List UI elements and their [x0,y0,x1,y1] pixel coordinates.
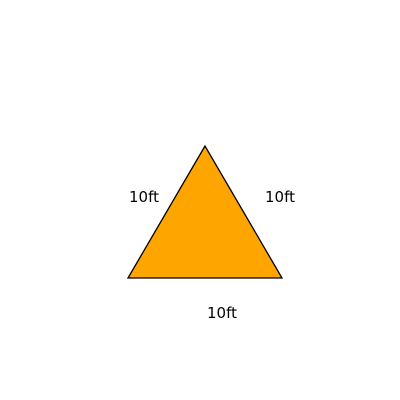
triangle-shape [126,144,284,279]
left-side-label: 10ft [129,188,159,206]
bottom-side-label: 10ft [207,304,237,322]
right-side-label: 10ft [265,188,295,206]
